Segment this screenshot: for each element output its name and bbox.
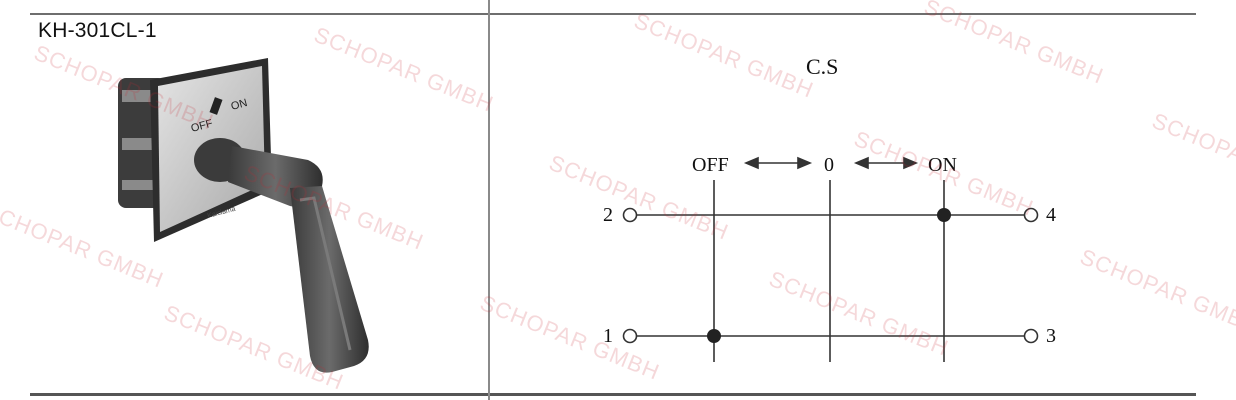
model-number-label: KH-301CL-1	[38, 19, 157, 42]
position-label-zero: 0	[824, 154, 834, 176]
terminal-3	[1023, 328, 1039, 344]
diagram-title: C.S	[806, 54, 839, 79]
terminal-label-4: 4	[1046, 204, 1056, 226]
terminal-4	[1023, 207, 1039, 223]
terminal-1	[622, 328, 638, 344]
svg-text:ON: ON	[230, 97, 249, 113]
arrow-head-left-2	[853, 156, 869, 170]
svg-text:OFF: OFF	[190, 118, 215, 135]
switch-lever	[290, 186, 369, 373]
rotary-switch-photo: OFF ON Kaiclama	[118, 58, 369, 373]
arrow-head-left-1	[743, 156, 759, 170]
bottom-border-line	[30, 393, 1196, 396]
terminal-label-3: 3	[1046, 325, 1056, 347]
top-border-line	[30, 13, 1196, 15]
terminal-label-1: 1	[603, 325, 613, 347]
position-label-off: OFF	[692, 154, 729, 176]
terminal-label-2: 2	[603, 204, 613, 226]
contact-dot-off-1-3	[707, 329, 721, 343]
arrow-head-right-2	[903, 156, 919, 170]
arrow-head-right-1	[797, 156, 813, 170]
panel-divider	[488, 0, 490, 400]
terminal-2	[622, 207, 638, 223]
contact-dot-on-2-4	[937, 208, 951, 222]
position-label-on: ON	[928, 154, 957, 176]
